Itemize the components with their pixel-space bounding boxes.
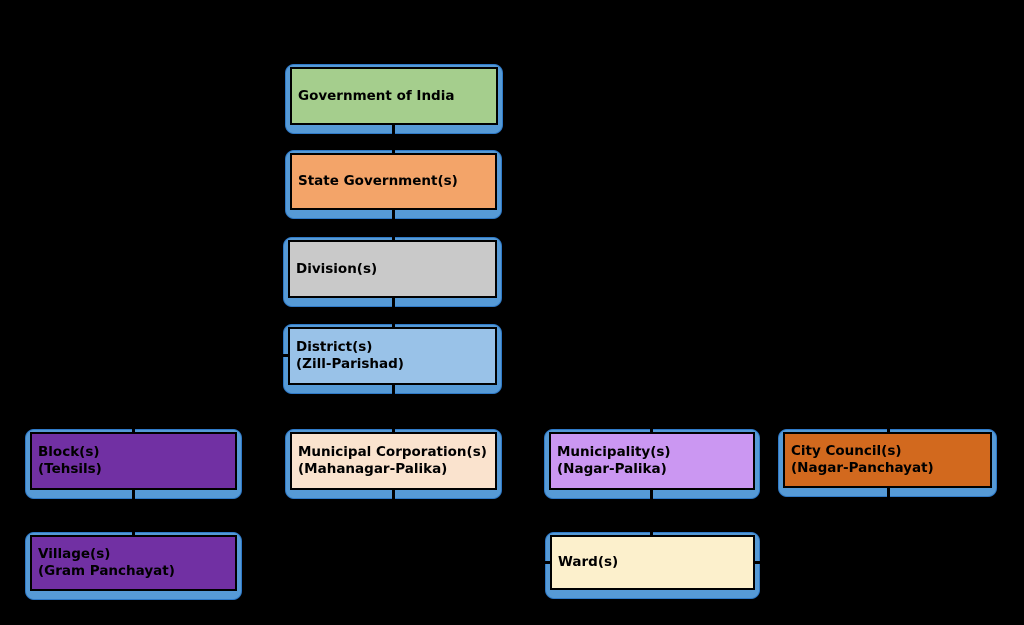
node-label: Village(s) (Gram Panchayat): [38, 546, 175, 579]
node-block: Block(s) (Tehsils): [25, 429, 242, 499]
edge-goi-to-state: [392, 123, 395, 155]
node-box: Municipal Corporation(s) (Mahanagar-Pali…: [290, 432, 497, 490]
node-label: Ward(s): [558, 554, 619, 570]
node-state-government: State Government(s): [285, 150, 502, 219]
node-label: District(s) (Zill-Parishad): [296, 339, 404, 372]
node-box: City Council(s) (Nagar-Panchayat): [783, 432, 992, 488]
node-municipal-corporation: Municipal Corporation(s) (Mahanagar-Pali…: [285, 429, 502, 499]
node-city-council: City Council(s) (Nagar-Panchayat): [778, 429, 997, 497]
node-label: Block(s) (Tehsils): [38, 444, 102, 477]
node-division: Division(s): [283, 237, 502, 307]
edge-state-to-division: [392, 208, 395, 242]
edge-block-to-village: [132, 488, 135, 537]
edge-division-to-district: [392, 296, 395, 329]
node-label: Government of India: [298, 87, 455, 104]
node-label: Division(s): [296, 260, 378, 277]
node-label: State Government(s): [298, 173, 458, 189]
edge-district-to-block-horizontal: [132, 354, 290, 357]
node-box: Municipality(s) (Nagar-Palika): [549, 432, 755, 490]
node-box: Government of India: [290, 67, 498, 125]
edge-district-to-city-council: [887, 408, 890, 434]
node-box: Ward(s): [550, 535, 755, 590]
edge-municipal-corporation-to-ward-horizontal: [393, 561, 551, 564]
edge-city-council-to-ward-vertical: [887, 486, 890, 563]
node-box: Division(s): [288, 240, 497, 298]
node-district: District(s) (Zill-Parishad): [283, 324, 502, 394]
node-label: Municipality(s) (Nagar-Palika): [557, 444, 671, 477]
node-municipality: Municipality(s) (Nagar-Palika): [544, 429, 760, 499]
edge-district-to-municipality: [650, 408, 653, 434]
node-label: City Council(s) (Nagar-Panchayat): [791, 443, 934, 476]
node-label: Municipal Corporation(s) (Mahanagar-Pali…: [298, 444, 487, 477]
edge-city-council-to-ward-horizontal: [754, 561, 890, 564]
edge-municipal-corporation-to-ward-vertical: [392, 488, 395, 563]
node-government-of-india: Government of India: [285, 64, 503, 134]
node-box: District(s) (Zill-Parishad): [288, 327, 497, 385]
node-box: Block(s) (Tehsils): [30, 432, 237, 490]
edge-municipality-to-ward: [650, 488, 653, 537]
node-box: Village(s) (Gram Panchayat): [30, 535, 237, 591]
node-village: Village(s) (Gram Panchayat): [25, 532, 242, 600]
edge-district-to-block-vertical: [132, 354, 135, 434]
node-ward: Ward(s): [545, 532, 760, 599]
edge-district-branch-horizontal: [392, 408, 889, 411]
node-box: State Government(s): [290, 153, 497, 210]
